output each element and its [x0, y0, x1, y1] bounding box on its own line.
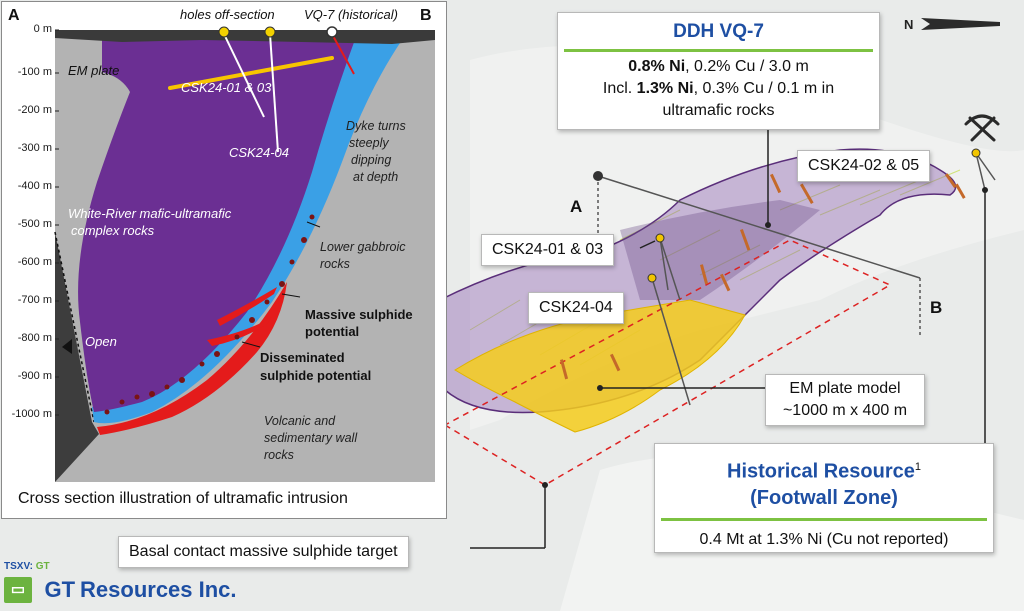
volcanic-label-2: sedimentary wall [264, 431, 358, 445]
ticker-prefix: TSXV: [4, 561, 36, 572]
cross-section-panel: A B 0 m -100 m -200 m -300 m -400 m -500… [1, 1, 447, 519]
depth-tick-300: -300 m [17, 142, 52, 154]
lower-gabbro-label-1: Lower gabbroic [320, 240, 406, 254]
volcanic-label-3: rocks [264, 448, 294, 462]
dyke-label-3: dipping [351, 153, 392, 167]
em-plate-model-label: EM plate model ~1000 m x 400 m [765, 374, 925, 426]
vq7-incl: Incl. [602, 80, 637, 97]
depth-tick-0: 0 m [33, 23, 52, 35]
hole-label-csk01-03: CSK24-01 & 03 [481, 234, 615, 266]
holes-off-section-label: holes off-section [180, 7, 275, 22]
vq7-historical-label: VQ-7 (historical) [304, 7, 398, 22]
historical-divider [661, 517, 987, 521]
logo-mark-icon: ▭ [4, 577, 32, 603]
dyke-label-4: at depth [353, 170, 399, 184]
em-plate-label: EM plate [68, 63, 120, 78]
white-river-label-2: complex rocks [71, 223, 155, 238]
em-plate-model [454, 299, 746, 433]
ticker-symbol: GT [35, 561, 50, 572]
vq7-line-2: Incl. 1.3% Ni, 0.3% Cu / 0.1 m in [558, 78, 879, 100]
hole-collar-csk01 [655, 233, 665, 243]
cross-section-caption: Cross section illustration of ultramafic… [18, 490, 348, 507]
volcanic-label-1: Volcanic and [264, 414, 336, 428]
north-letter: N [904, 17, 913, 32]
footnote-mark: 1 [914, 461, 921, 473]
vq7-callout: DDH VQ-7 0.8% Ni, 0.2% Cu / 3.0 m Incl. … [557, 12, 880, 130]
vq7-ni-bold: 0.8% Ni [628, 58, 686, 75]
section-label-a: A [570, 197, 582, 216]
hole-label-csk04: CSK24-04 [528, 292, 624, 324]
vq7-ni-bold-2: 1.3% Ni [636, 80, 694, 97]
depth-tick-700: -700 m [17, 294, 52, 306]
dyke-label-1: Dyke turns [346, 119, 406, 133]
ticker: TSXV: GT [4, 561, 50, 572]
vq7-title: DDH VQ-7 [673, 21, 764, 42]
open-zone [55, 232, 99, 482]
depth-tick-100: -100 m [17, 66, 52, 78]
target-outline [443, 239, 892, 486]
historical-title-line-2: (Footwall Zone) [750, 486, 898, 509]
cross-section-diagram [54, 26, 435, 482]
depth-tick-400: -400 m [17, 180, 52, 192]
massive-sulphide-label-1: Massive sulphide [305, 307, 413, 322]
vq7-line-3: ultramafic rocks [662, 102, 775, 119]
hole-collar-csk02 [971, 148, 981, 158]
hole-label-csk02-05: CSK24-02 & 05 [797, 150, 931, 182]
hole-collar-a [218, 26, 230, 38]
vq7-line-2-rest: , 0.3% Cu / 0.1 m in [693, 80, 835, 97]
white-river-label-1: White-River mafic-ultramafic [68, 206, 232, 221]
depth-tick-800: -800 m [17, 332, 52, 344]
depth-tick-600: -600 m [17, 256, 52, 268]
depth-tick-500: -500 m [17, 218, 52, 230]
em-plate-line [168, 56, 334, 90]
historical-title-line-1: Historical Resource1 [655, 444, 993, 485]
intrusion-body-section [78, 34, 357, 412]
section-label-b: B [930, 298, 942, 317]
hole-collar-vq7 [326, 26, 338, 38]
mine-pick-icon [964, 114, 1000, 142]
disseminated-label-2: sulphide potential [260, 368, 372, 383]
vq7-line-1-rest: , 0.2% Cu / 3.0 m [685, 58, 809, 75]
csk01-03-label: CSK24-01 & 03 [181, 80, 272, 95]
section-end-a: A [8, 7, 20, 24]
hole-collar-csk04 [647, 273, 657, 283]
lower-gabbro-zone [92, 40, 402, 424]
section-end-b: B [420, 7, 432, 24]
em-plate-model-line-2: ~1000 m x 400 m [782, 402, 908, 419]
hole-collar-b [264, 26, 276, 38]
depth-tick-900: -900 m [17, 370, 52, 382]
north-arrow-icon: N [904, 17, 1000, 32]
overburden-cover [55, 30, 435, 44]
depth-tick-1000: -1000 m [11, 408, 52, 420]
open-label: Open [85, 334, 117, 349]
depth-tick-200: -200 m [17, 104, 52, 116]
csk04-label: CSK24-04 [229, 145, 289, 160]
company-name: Resources Inc. [80, 577, 237, 602]
em-plate-model-line-1: EM plate model [789, 380, 901, 397]
open-arrow-icon [62, 339, 72, 354]
vq7-divider [564, 49, 873, 52]
logo-mark-text: GT [44, 577, 76, 602]
disseminated-label-1: Disseminated [260, 350, 345, 365]
vq7-line-1: 0.8% Ni, 0.2% Cu / 3.0 m [558, 56, 879, 78]
historical-detail: 0.4 Mt at 1.3% Ni (Cu not reported) [699, 530, 949, 548]
dyke-label-2: steeply [349, 136, 389, 150]
historical-resource-callout: Historical Resource1 (Footwall Zone) 0.4… [654, 443, 994, 553]
lower-gabbro-label-2: rocks [320, 257, 350, 271]
historical-title: Historical Resource [727, 460, 915, 483]
basal-target-label: Basal contact massive sulphide target [118, 536, 409, 568]
massive-sulphide-label-2: potential [305, 324, 360, 339]
massive-sulphide-zone [97, 282, 287, 435]
